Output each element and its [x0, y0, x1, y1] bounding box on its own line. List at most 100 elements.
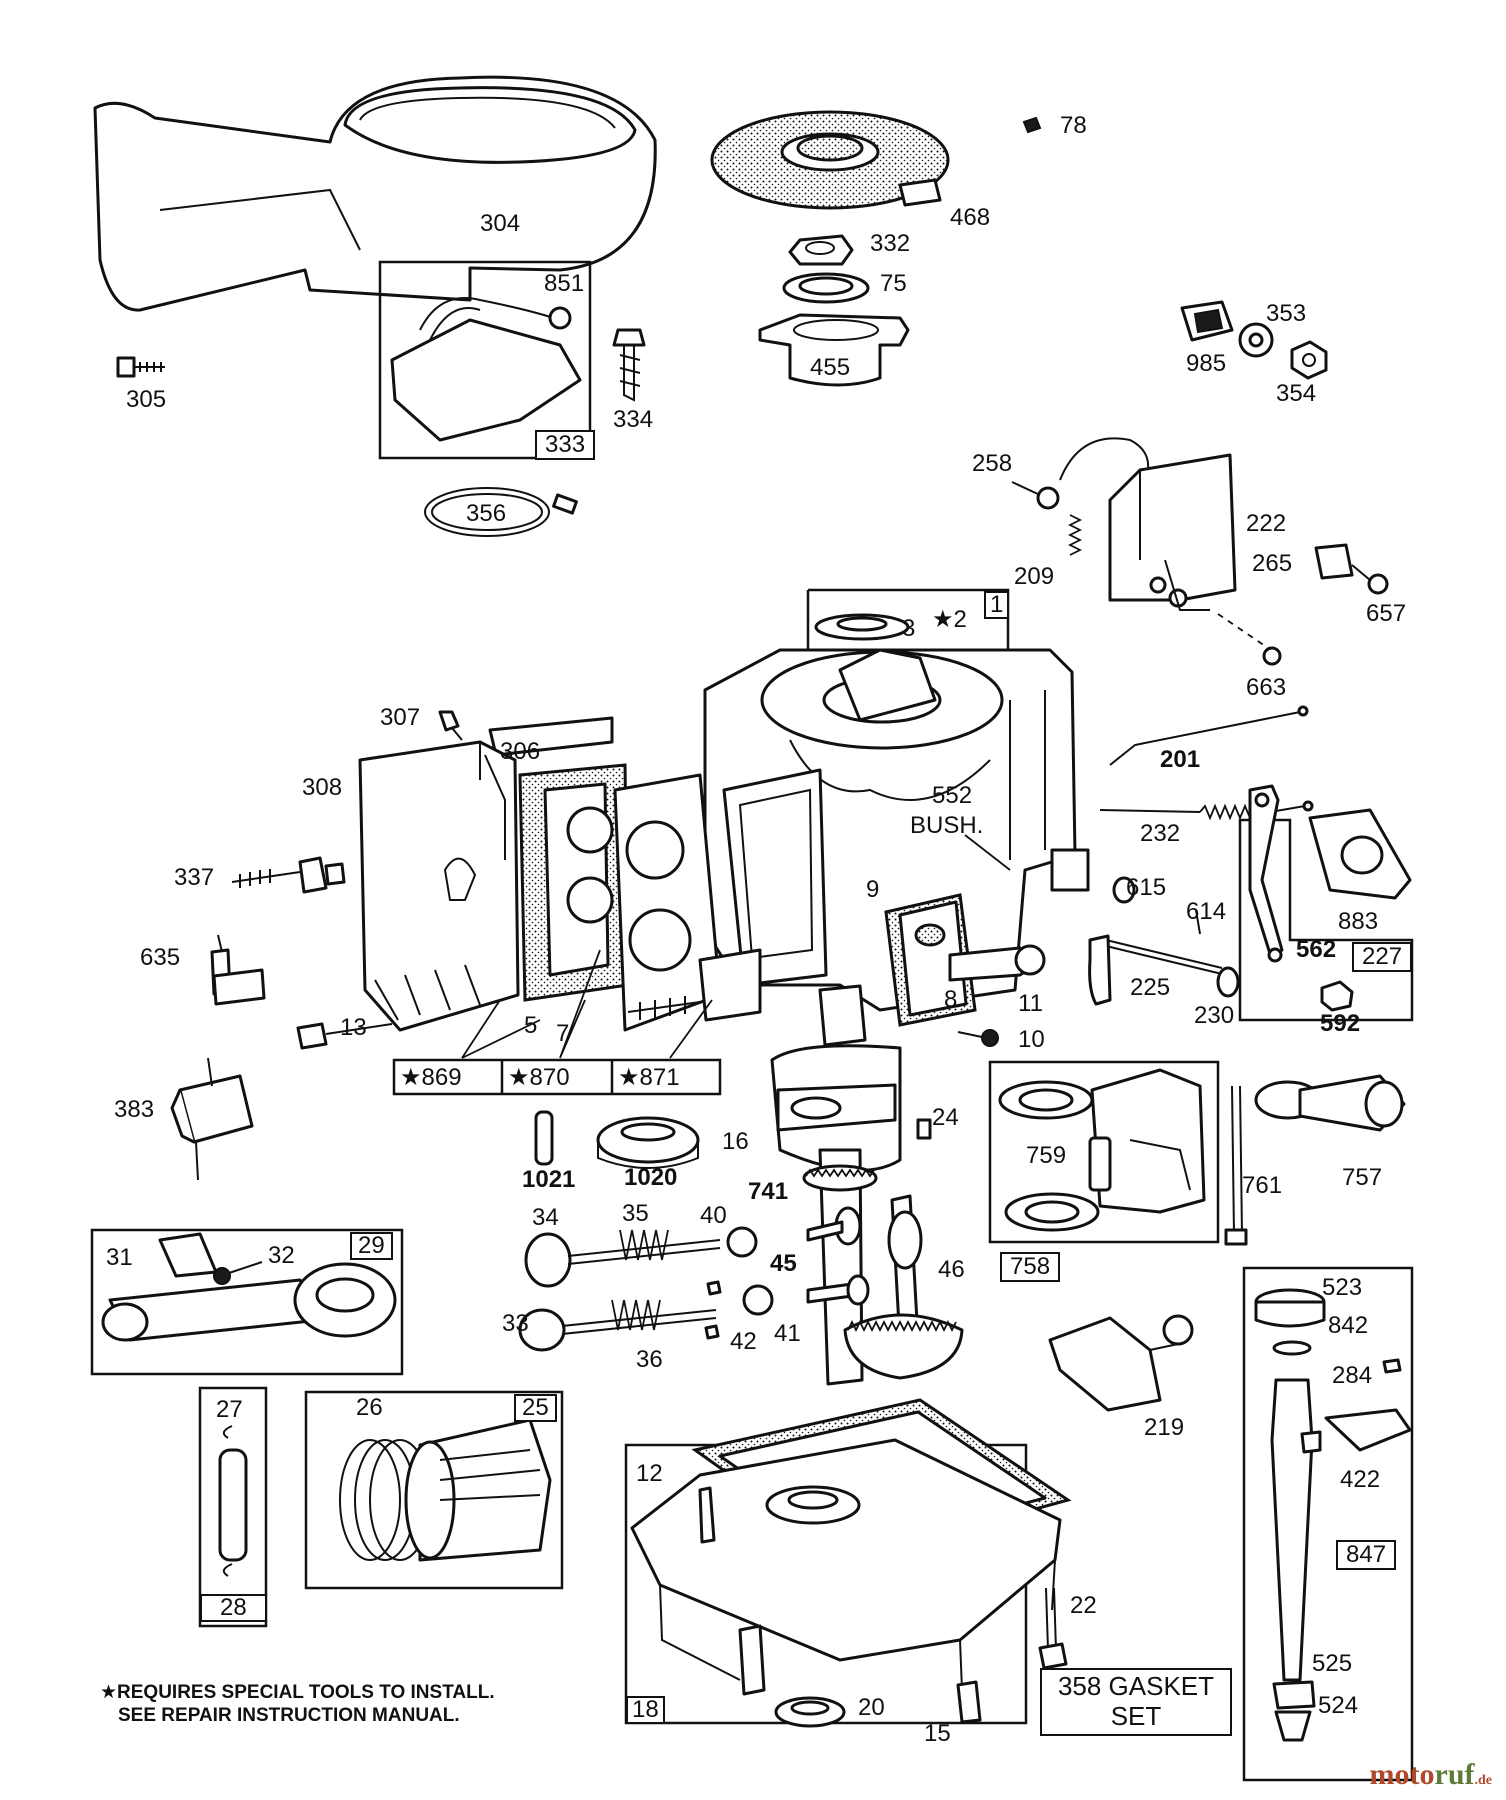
piston-pin-box-28: [198, 1386, 268, 1628]
label-883: 883: [1338, 908, 1379, 935]
adapter-455: [758, 313, 910, 387]
label-759: 759: [1026, 1142, 1067, 1169]
label-31: 31: [106, 1244, 133, 1271]
label-3: 3: [902, 615, 916, 642]
label-2: ★2: [932, 606, 967, 633]
head-gasket-306: [488, 716, 630, 1002]
label-bush: BUSH.: [910, 812, 984, 839]
label-761: 761: [1242, 1172, 1283, 1199]
label-27: 27: [216, 1396, 243, 1423]
label-635: 635: [140, 944, 181, 971]
bolt-761: [1224, 1085, 1248, 1246]
label-455: 455: [810, 354, 851, 381]
label-842: 842: [1328, 1312, 1369, 1339]
label-232: 232: [1140, 820, 1181, 847]
label-9: 9: [866, 876, 880, 903]
valve-34: [524, 1232, 721, 1288]
bolt-32: [213, 1261, 263, 1285]
label-985: 985: [1186, 350, 1227, 377]
piston-box-25: [304, 1390, 564, 1590]
footnote-line-2: SEE REPAIR INSTRUCTION MANUAL.: [118, 1704, 460, 1726]
label-663: 663: [1246, 674, 1287, 701]
screw-258: [1011, 481, 1060, 510]
governor-lever-562: [1248, 784, 1284, 963]
label-552: 552: [932, 782, 973, 809]
pin-759: [1088, 1136, 1112, 1192]
label-308: 308: [302, 774, 343, 801]
label-592: 592: [1320, 1010, 1361, 1037]
label-353: 353: [1266, 300, 1307, 327]
label-1: 1: [984, 591, 1010, 619]
label-1020: 1020: [624, 1164, 678, 1191]
screw-10: [957, 1029, 999, 1047]
label-24: 24: [932, 1104, 959, 1131]
camshaft-46: [843, 1194, 964, 1380]
label-847: 847: [1336, 1540, 1397, 1570]
armature-box-333: [378, 260, 592, 460]
connecting-rod-29: [101, 1262, 397, 1342]
label-12: 12: [636, 1460, 663, 1487]
washer-230: [1216, 966, 1240, 998]
label-337: 337: [174, 864, 215, 891]
control-bracket-222: [1059, 437, 1237, 611]
screw-284: [1382, 1358, 1402, 1374]
label-13: 13: [340, 1014, 367, 1041]
dipstick-847: [1254, 1288, 1326, 1710]
label-383: 383: [114, 1096, 155, 1123]
gasket-set-line-2: SET: [1110, 1700, 1162, 1731]
label-46: 46: [938, 1256, 965, 1283]
watermark-part-3: .de: [1474, 1773, 1493, 1788]
label-25: 25: [514, 1394, 557, 1422]
label-258: 258: [972, 450, 1013, 477]
kit-boxes: [392, 949, 722, 1096]
breather-gasket-9: [884, 893, 1046, 1027]
label-45: 45: [770, 1250, 797, 1277]
seal-1020: [596, 1116, 700, 1169]
key-24: [916, 1118, 932, 1140]
bolt-305: [116, 356, 165, 378]
bearing-3: [814, 613, 910, 641]
clip-422: [1300, 1408, 1412, 1454]
cylinder-block-1: [703, 648, 1090, 1012]
label-11: 11: [1018, 990, 1043, 1017]
blower-housing-304: [93, 75, 657, 312]
label-870: ★870: [508, 1064, 570, 1091]
watermark-part-2: ruf: [1434, 1758, 1475, 1791]
label-225: 225: [1130, 974, 1171, 1001]
label-333: 333: [535, 430, 596, 460]
bolt-22: [1038, 1587, 1068, 1670]
label-18: 18: [626, 1696, 665, 1724]
label-42: 42: [730, 1328, 757, 1355]
label-35: 35: [622, 1200, 649, 1227]
label-16: 16: [722, 1128, 749, 1155]
label-15: 15: [924, 1720, 951, 1747]
air-filter-468: [710, 110, 950, 210]
label-332: 332: [870, 230, 911, 257]
watermark-part-1: moto: [1369, 1758, 1435, 1791]
label-757: 757: [1342, 1164, 1383, 1191]
label-219: 219: [1144, 1414, 1185, 1441]
dipper-31: [158, 1232, 218, 1278]
label-5: 5: [524, 1012, 538, 1039]
washer-615: [1112, 876, 1136, 904]
wire-356: [424, 487, 578, 537]
label-851: 851: [544, 270, 585, 297]
label-356: 356: [466, 500, 507, 527]
label-7: 7: [556, 1020, 570, 1047]
governor-rod-201: [1109, 705, 1309, 766]
label-227: 227: [1352, 942, 1413, 972]
plug-15: [956, 1680, 982, 1724]
label-209: 209: [1014, 563, 1055, 590]
motoruf-watermark[interactable]: motoruf.de: [1370, 1760, 1492, 1790]
label-657: 657: [1366, 600, 1407, 627]
primer-635: [210, 934, 266, 1006]
gasket-883: [1308, 808, 1412, 900]
spring-209: [1067, 514, 1083, 556]
bush-leader: [964, 834, 1011, 871]
footnote-line-1: ★REQUIRES SPECIAL TOOLS TO INSTALL.: [100, 1682, 495, 1703]
lockwasher-353: [1238, 322, 1274, 358]
nut-354: [1290, 340, 1328, 380]
label-306: 306: [500, 738, 541, 765]
